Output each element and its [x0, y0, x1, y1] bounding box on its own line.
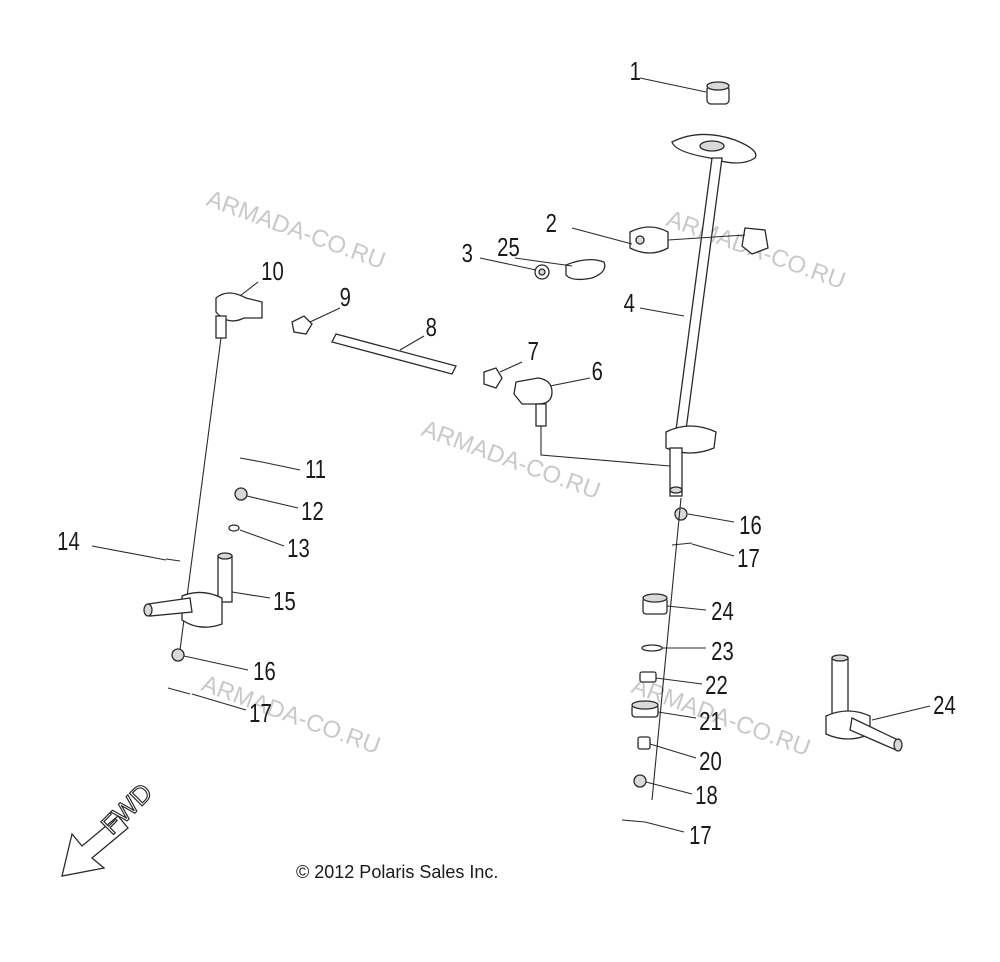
part-4-steering-post — [665, 157, 723, 497]
callout-10: 10 — [261, 257, 284, 286]
callout-2: 2 — [546, 209, 557, 238]
part-16-nut-right — [674, 507, 688, 521]
callout-labels: 1 2 3 25 4 6 7 8 9 10 11 12 13 14 15 16 … — [57, 57, 956, 850]
part-21-washer — [639, 671, 657, 683]
column-axis — [651, 497, 682, 801]
leader-lines — [91, 77, 931, 833]
callout-23: 24 — [711, 597, 734, 626]
part-6-tie-rod-end — [513, 377, 671, 467]
watermarks: ARMADA-CO.RU ARMADA-CO.RU ARMADA-CO.RU A… — [198, 185, 849, 762]
part-3-nut — [534, 264, 550, 280]
callout-15: 15 — [273, 587, 296, 616]
part-13-washer — [228, 524, 240, 532]
callout-1: 1 — [630, 57, 641, 86]
part-23-bushing — [642, 593, 668, 615]
part-7-nut — [483, 367, 503, 389]
callout-17-bottom: 17 — [689, 821, 712, 850]
part-11-cotter — [239, 457, 263, 463]
callout-19: 20 — [699, 747, 722, 776]
callout-8: 8 — [426, 313, 437, 342]
part-24-spindle-right — [825, 654, 903, 752]
part-17-cotter-right — [671, 542, 693, 546]
part-12-nut — [234, 487, 248, 501]
callout-18: 18 — [695, 781, 718, 810]
callout-13: 13 — [287, 534, 310, 563]
callout-4: 4 — [624, 289, 635, 318]
part-steering-plate — [671, 133, 757, 164]
callout-24: 24 — [933, 691, 956, 720]
part-15-spindle-left — [143, 552, 233, 628]
callout-21: 22 — [705, 671, 728, 700]
part-17-cotter-left — [167, 687, 191, 695]
callout-12: 12 — [301, 497, 324, 526]
callout-22: 23 — [711, 637, 734, 666]
part-2-bracket — [629, 226, 769, 255]
part-20-bushing — [631, 700, 659, 718]
part-8-tie-rod — [331, 333, 457, 375]
part-19-spacer — [637, 736, 651, 750]
callout-11: 11 — [305, 455, 326, 484]
part-25-plate — [565, 258, 606, 281]
callout-7: 7 — [528, 337, 539, 366]
part-14-cotter — [165, 558, 181, 562]
watermark-4: ARMADA-CO.RU — [198, 670, 384, 760]
part-10-tie-rod-end-left — [215, 292, 263, 339]
callout-17-left: 17 — [249, 699, 272, 728]
part-17-cotter-bottom — [621, 819, 646, 823]
callout-3: 3 — [462, 239, 473, 268]
part-1-cap — [706, 81, 730, 105]
callout-17-right: 17 — [737, 544, 760, 573]
callout-16-left: 16 — [253, 657, 276, 686]
watermark-3: ARMADA-CO.RU — [418, 415, 604, 505]
callout-14: 14 — [57, 527, 80, 556]
watermark-1: ARMADA-CO.RU — [203, 185, 389, 275]
callout-20: 21 — [699, 707, 722, 736]
callout-6: 6 — [592, 357, 603, 386]
callout-16-right: 16 — [739, 511, 762, 540]
callout-25: 25 — [497, 233, 520, 262]
part-18-nut — [633, 774, 647, 788]
copyright: © 2012 Polaris Sales Inc. — [296, 862, 498, 882]
part-9-nut — [291, 315, 313, 335]
part-22-ring — [641, 644, 663, 652]
fwd-arrow: FWD — [61, 777, 159, 877]
callout-9: 9 — [340, 283, 351, 312]
part-16-nut-left — [171, 648, 185, 662]
